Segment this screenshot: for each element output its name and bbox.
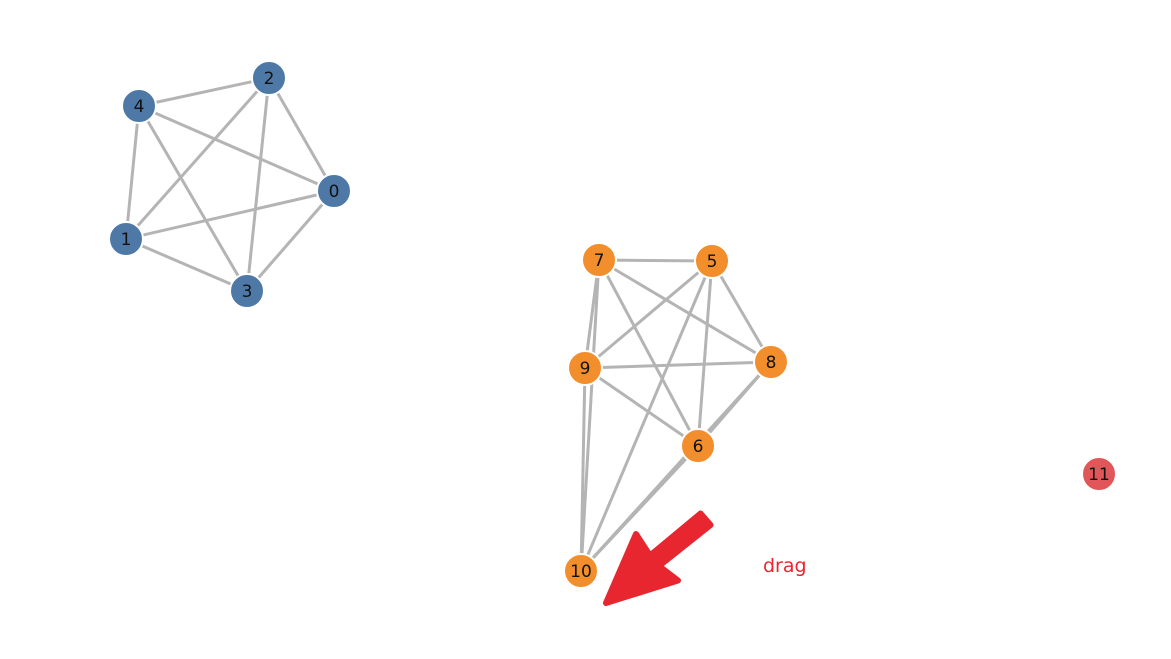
link-0-3: [245, 189, 336, 293]
node-2[interactable]: 2: [251, 60, 287, 96]
link-4-0: [137, 104, 336, 193]
node-3[interactable]: 3: [229, 273, 265, 309]
link-5-6: [696, 259, 714, 448]
links-layer: [124, 76, 773, 573]
link-7-5: [597, 258, 714, 263]
link-2-0: [267, 76, 336, 193]
node-11[interactable]: 11: [1081, 456, 1117, 492]
link-5-8: [710, 259, 773, 364]
node-4[interactable]: 4: [121, 88, 157, 124]
node-5[interactable]: 5: [694, 243, 730, 279]
node-circle[interactable]: [229, 273, 265, 309]
link-4-3: [137, 104, 249, 293]
link-7-10: [579, 258, 601, 573]
node-7[interactable]: 7: [581, 242, 617, 278]
node-circle[interactable]: [1081, 456, 1117, 492]
link-7-8: [597, 258, 773, 364]
node-8[interactable]: 8: [753, 344, 789, 380]
node-circle[interactable]: [316, 173, 352, 209]
drag-annotation: drag: [603, 510, 807, 606]
link-5-10: [579, 259, 714, 573]
node-circle[interactable]: [563, 553, 599, 589]
node-circle[interactable]: [121, 88, 157, 124]
node-circle[interactable]: [567, 350, 603, 386]
link-5-9: [583, 259, 714, 370]
node-circle[interactable]: [581, 242, 617, 278]
link-9-10: [579, 366, 587, 573]
link-7-6: [597, 258, 700, 448]
drag-label: drag: [763, 555, 807, 577]
link-2-3: [245, 76, 271, 293]
link-1-0: [124, 189, 336, 241]
node-0[interactable]: 0: [316, 173, 352, 209]
link-9-8: [583, 360, 773, 370]
link-6-10: [579, 444, 700, 573]
nodes-layer: 0 1 2 3 4 5 6 7 8 9 10 11: [108, 60, 1117, 589]
node-circle[interactable]: [694, 243, 730, 279]
link-9-6: [583, 366, 700, 448]
node-circle[interactable]: [108, 221, 144, 257]
link-4-1: [124, 104, 141, 241]
link-4-2: [137, 76, 271, 108]
node-9[interactable]: 9: [567, 350, 603, 386]
node-6[interactable]: 6: [680, 428, 716, 464]
node-circle[interactable]: [753, 344, 789, 380]
arrow-down-left-icon: [603, 510, 714, 606]
link-2-1: [124, 76, 271, 241]
node-circle[interactable]: [680, 428, 716, 464]
node-10[interactable]: 10: [563, 553, 599, 589]
node-circle[interactable]: [251, 60, 287, 96]
link-1-3: [124, 237, 249, 293]
node-1[interactable]: 1: [108, 221, 144, 257]
